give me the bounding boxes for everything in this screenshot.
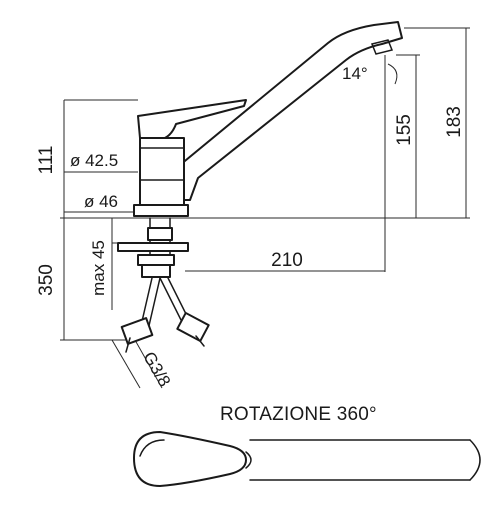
dim-height-above-deck: 111 [36, 146, 57, 175]
dim-body-diameter: ø 42.5 [70, 151, 118, 170]
dim-spout-reach: 210 [271, 250, 303, 271]
faucet-outline [117, 21, 403, 353]
dim-max-deck-thickness: max 45 [89, 240, 108, 296]
dimension-lines [60, 27, 470, 389]
dim-base-diameter: ø 46 [84, 192, 118, 211]
dim-spout-angle: 14° [342, 64, 368, 83]
dim-connection-thread: G3/8 [139, 349, 174, 390]
dim-hose-length: 350 [36, 264, 57, 296]
dim-total-height: 183 [444, 106, 465, 138]
rotation-label: ROTAZIONE 360° [220, 404, 377, 425]
faucet-top-view [133, 431, 481, 487]
dim-outlet-height: 155 [394, 114, 415, 146]
